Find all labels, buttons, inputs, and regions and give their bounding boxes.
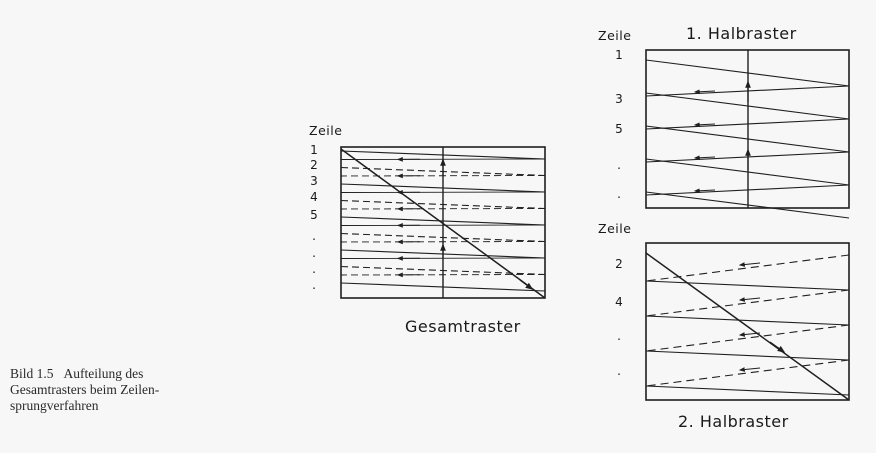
- gesamt-zeile-label: Zeile: [309, 123, 343, 138]
- gesamt-retrace-line: [340, 241, 546, 243]
- halb1-scan-line: [645, 191, 850, 219]
- row-number: .: [312, 278, 316, 292]
- halb1-scan-line: [645, 158, 850, 186]
- halb1-zeile-label: Zeile: [598, 28, 632, 43]
- row-number: 3: [615, 92, 623, 106]
- row-number: .: [312, 262, 316, 276]
- row-number: 3: [310, 174, 318, 188]
- gesamt-scan-lines: [340, 150, 546, 292]
- caption-line-3: sprungverfahren: [10, 398, 99, 413]
- halb2-retrace-line: [645, 350, 850, 361]
- halb2-scan-line: [645, 289, 850, 317]
- gesamt-retrace-line: [340, 175, 546, 177]
- row-number: 4: [310, 190, 318, 204]
- halb2-scan-arrow: [738, 297, 761, 302]
- halb1-title: 1. Halbraster: [686, 24, 797, 43]
- gesamt-scan-line: [340, 282, 546, 292]
- halb2-retrace-line: [645, 315, 850, 326]
- row-number: 5: [310, 208, 318, 222]
- row-number: .: [312, 229, 316, 243]
- row-number: .: [617, 364, 621, 378]
- halb1-scan-line: [645, 59, 850, 87]
- row-number: .: [617, 158, 621, 172]
- row-number: 2: [615, 257, 623, 271]
- halb2-scan-line: [645, 359, 850, 387]
- halb1-retrace-line: [645, 151, 850, 163]
- row-number: 1: [615, 48, 623, 62]
- gesamt-scan-line: [340, 216, 546, 226]
- halb2-frame: [645, 242, 850, 401]
- halb1-retrace-arrow: [693, 122, 716, 128]
- halb2-zeile-label: Zeile: [598, 221, 632, 236]
- halb1-retrace-line: [645, 184, 850, 196]
- gesamt-retrace-line: [340, 208, 546, 210]
- halb1-retrace-arrow: [693, 155, 716, 161]
- row-number: 1: [310, 143, 318, 157]
- caption-line-2: Gesamtrasters beim Zeilen-: [10, 382, 160, 397]
- caption-line-1: Aufteilung des: [63, 366, 144, 381]
- row-number: 4: [615, 295, 623, 309]
- figure-number: Bild 1.5: [10, 366, 54, 381]
- gesamt-scan-line: [340, 150, 546, 160]
- gesamt-retrace-line: [340, 191, 546, 193]
- figure-caption: Bild 1.5 Aufteilung des Gesamtrasters bei…: [10, 366, 159, 414]
- halb2-scan-line: [645, 324, 850, 352]
- halb1-scan-lines: [645, 59, 850, 219]
- halb1-retrace-line: [645, 118, 850, 130]
- gesamt-title: Gesamtraster: [405, 317, 521, 336]
- halb2-scan-line: [645, 254, 850, 282]
- halb1-retrace-line: [645, 85, 850, 97]
- halb2-diagonal-arrow: [769, 341, 786, 353]
- gesamt-diagonal: [340, 148, 546, 299]
- halb2-retrace-line: [645, 385, 850, 396]
- gesamt-scan-line: [340, 199, 546, 210]
- gesamt-scan-line: [340, 166, 546, 177]
- halb2-scan-arrow: [738, 262, 761, 267]
- gesamt-diagonal-arrow: [519, 279, 534, 290]
- halb2-scan-arrow: [738, 367, 761, 372]
- gesamt-retrace-line: [340, 274, 546, 276]
- halb1-retrace-arrow: [693, 188, 716, 194]
- halb2-retrace-line: [645, 280, 850, 291]
- halb1-scan-line: [645, 125, 850, 153]
- halb2-diagonal: [645, 252, 850, 401]
- gesamt-retrace-line: [340, 257, 546, 259]
- gesamt-scan-line: [340, 232, 546, 243]
- halb2-title: 2. Halbraster: [678, 412, 789, 431]
- gesamt-scan-line: [340, 249, 546, 259]
- row-number: .: [617, 187, 621, 201]
- row-number: 5: [615, 122, 623, 136]
- gesamt-retrace-line: [340, 158, 546, 160]
- halb1-scan-line: [645, 92, 850, 120]
- halb1-retrace-arrow: [693, 89, 716, 95]
- gesamt-scan-line: [340, 183, 546, 193]
- gesamt-retrace-line: [340, 224, 546, 226]
- row-number: 2: [310, 158, 318, 172]
- row-number: .: [312, 246, 316, 260]
- halb2-scan-lines: [645, 254, 850, 396]
- row-number: .: [617, 329, 621, 343]
